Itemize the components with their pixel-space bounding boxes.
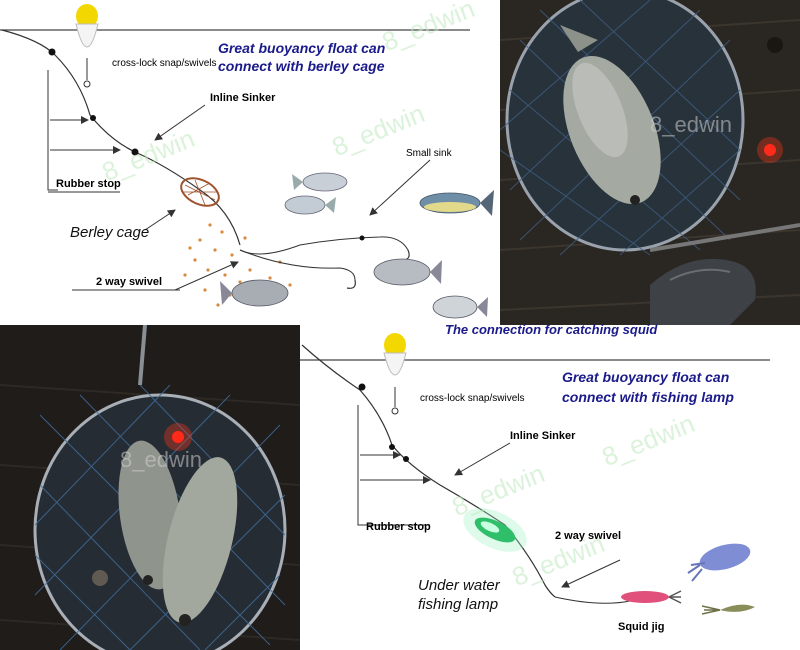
fish-icon [560, 25, 661, 205]
fish-icon [292, 172, 348, 192]
squid-connection-title: The connection for catching squid [445, 322, 658, 337]
headline-line-2: connect with fishing lamp [562, 389, 734, 405]
snap-label: cross-lock snap/swivels [420, 393, 525, 404]
lamp-label-line-2: fishing lamp [418, 596, 499, 613]
photo-fish-in-net: 8_edwin [500, 0, 800, 325]
squid-jig-icon [621, 590, 682, 604]
fishing-lamp-icon [463, 508, 527, 552]
float-icon [383, 333, 407, 415]
float-icon [75, 4, 99, 88]
small-sink-label: Small sink [406, 148, 452, 159]
cuttlefish-icon [687, 543, 751, 582]
swivel-pointer [174, 261, 239, 291]
fish-icon [162, 457, 238, 626]
photo-fish-in-net-drawing [500, 0, 800, 325]
sinker-pointer [454, 442, 511, 476]
rubber-stop-label: Rubber stop [56, 178, 121, 190]
rubber-stop-label: Rubber stop [366, 521, 431, 533]
net-handle [138, 325, 147, 386]
rubber-stop-bead [48, 48, 56, 56]
inline-sinker-label: Inline Sinker [510, 430, 576, 442]
squid-jig-label: Squid jig [618, 621, 665, 633]
headline-line-1: Great buoyancy float can [218, 40, 386, 56]
hook-icon [346, 279, 356, 289]
watermark: 8_edwin [650, 112, 732, 137]
photo-two-fish-in-net: 8_edwin [0, 325, 300, 650]
snap-label: cross-lock snap/swivels [112, 58, 217, 69]
headline-line-2: connect with berley cage [218, 58, 385, 74]
hook-icon [401, 249, 410, 261]
bolt-hole [767, 37, 783, 53]
inline-sinker-label: Inline Sinker [210, 92, 276, 104]
inline-sinker-bead [389, 444, 395, 450]
rubber-stop-bracket [47, 70, 58, 191]
berley-rig-diagram: Great buoyancy float can connect with be… [0, 0, 500, 325]
shoe [650, 258, 756, 325]
red-led-light [757, 137, 783, 163]
red-led-light [164, 423, 192, 451]
photo-two-fish-drawing [0, 325, 300, 650]
two-way-swivel-label: 2 way swivel [555, 530, 622, 542]
berley-cage-icon [180, 177, 220, 207]
tuna-fish-icon [419, 190, 494, 216]
sinker-bead [131, 148, 139, 156]
swivel-pointer [561, 559, 621, 588]
sinker-bead [403, 456, 409, 462]
squid-rig-diagram: Great buoyancy float can connect with fi… [300, 325, 800, 650]
lamp-label-line-1: Under water [418, 577, 500, 594]
berley-pointer [144, 209, 176, 231]
watermark: 8_edwin [120, 447, 202, 472]
bolt-hole [92, 570, 108, 586]
inline-sinker-bead [90, 115, 96, 121]
headline-line-1: Great buoyancy float can [562, 369, 730, 385]
fish-icon [373, 258, 442, 286]
berley-cage-label: Berley cage [70, 224, 150, 241]
small-sink-pointer [369, 159, 431, 216]
rubber-stop-bead [358, 383, 366, 391]
net-handle [649, 223, 800, 252]
two-way-swivel-label: 2 way swivel [96, 276, 163, 288]
fish-icon [220, 279, 289, 307]
fish-icon [284, 195, 336, 215]
rubber-stop-bracket [357, 405, 368, 526]
sinker-pointer [154, 104, 206, 141]
small-sink-bead [359, 235, 365, 241]
squid-icon [701, 604, 755, 615]
leader-line-upper [239, 236, 409, 255]
berley-particles [183, 223, 292, 307]
leader-line-lower [239, 249, 356, 281]
fish-icon [432, 295, 488, 319]
berley-rig-drawing [0, 4, 494, 319]
main-line [301, 344, 556, 598]
squid-rig-drawing [300, 333, 770, 615]
